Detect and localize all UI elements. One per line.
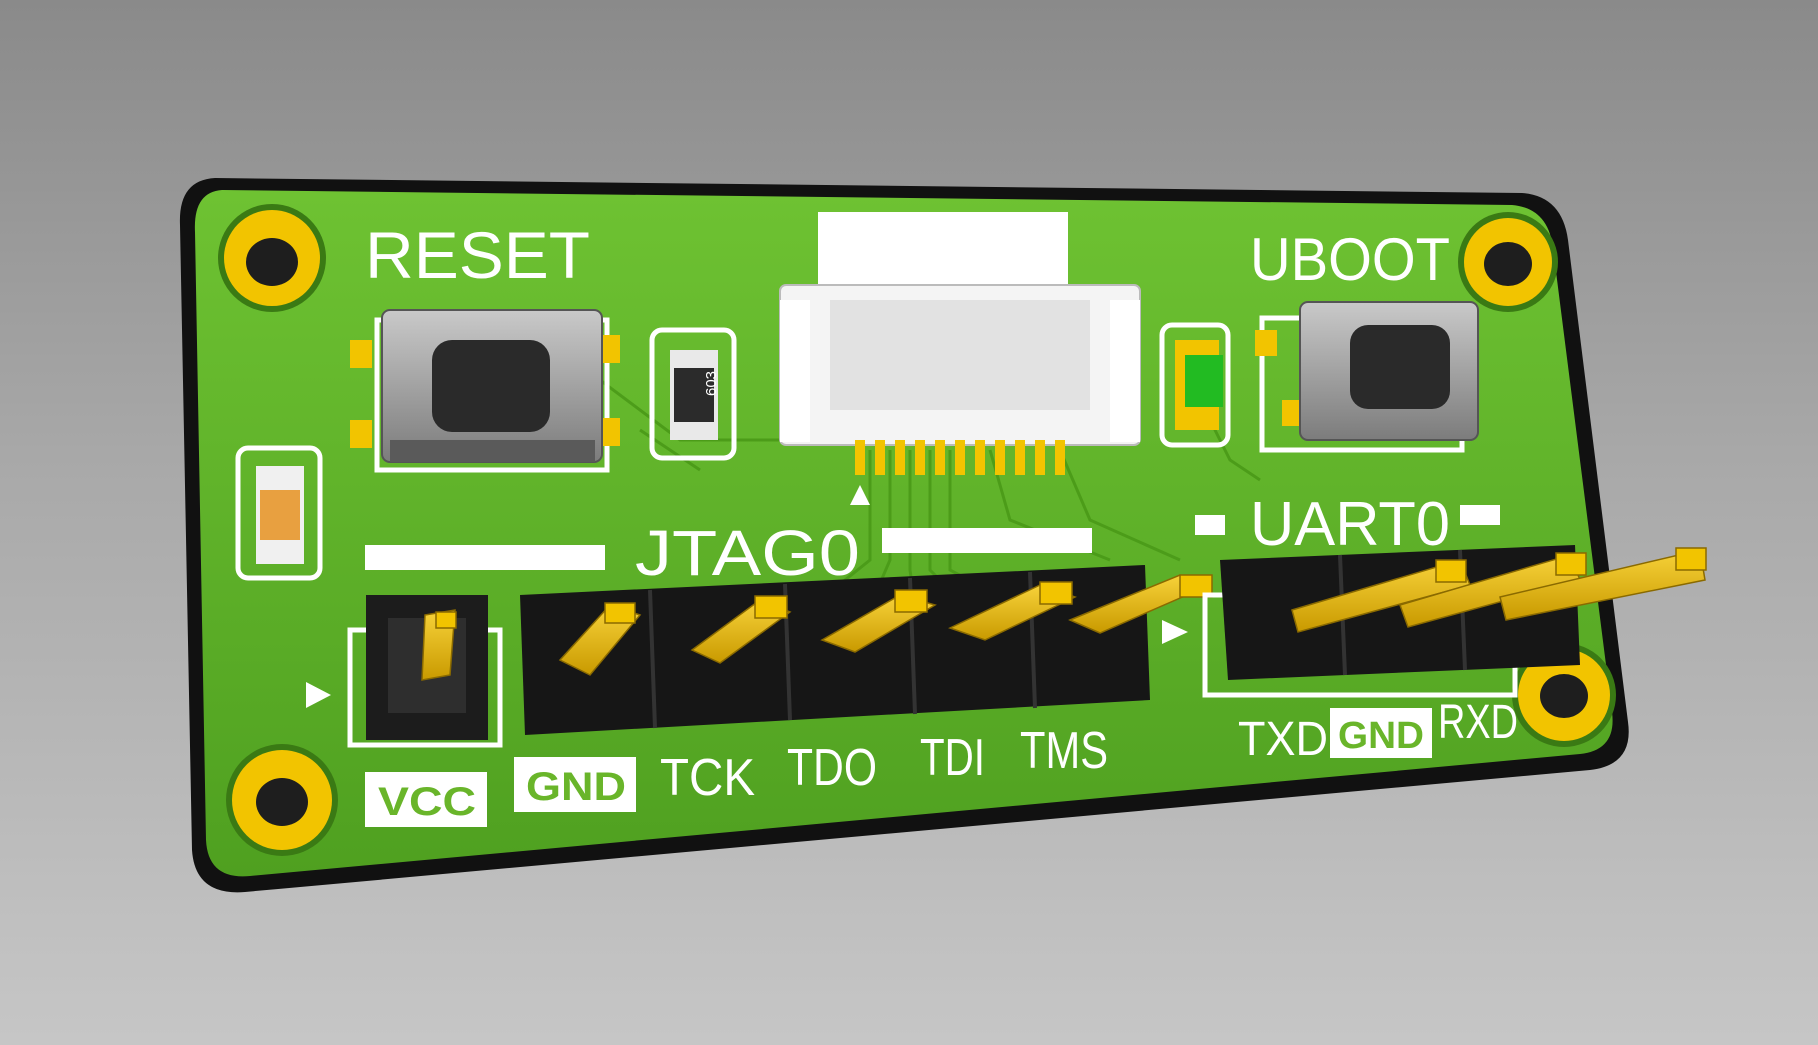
uart-pin-label-gnd: GND xyxy=(1338,715,1424,757)
uart-label: UART0 xyxy=(1250,490,1450,559)
jtag-pin-label-gnd: GND xyxy=(526,765,626,809)
reset-label: RESET xyxy=(365,218,590,292)
jtag-pin1-marker xyxy=(306,682,331,708)
resistor-603: 603 xyxy=(649,327,737,461)
jtag-pin-label-vcc: VCC xyxy=(378,780,476,824)
uart-silk-bar-right xyxy=(1460,505,1500,525)
jtag-pin-label-tdi: TDI xyxy=(920,729,985,787)
uart-pin-label-txd: TXD xyxy=(1238,713,1328,766)
uboot-button[interactable] xyxy=(1255,301,1479,453)
jtag-label: JTAG0 xyxy=(635,517,860,589)
jtag-pin-label-tck: TCK xyxy=(660,749,755,807)
jtag-pins xyxy=(421,574,1213,681)
mount-hole-bottom-right xyxy=(1512,643,1616,747)
jtag-pin-label-tdo: TDO xyxy=(787,739,877,797)
uart-pin-rxd xyxy=(1499,549,1706,621)
gnd-label-bg xyxy=(514,757,636,812)
uart-silk-bar-left xyxy=(1195,515,1225,535)
reset-button[interactable] xyxy=(350,309,620,473)
status-led xyxy=(1159,322,1231,448)
fpc-connector xyxy=(779,212,1141,505)
mount-hole-bottom-left xyxy=(226,744,338,856)
uart-pins xyxy=(1291,547,1707,633)
mount-hole-top-left xyxy=(218,204,326,312)
uboot-label: UBOOT xyxy=(1250,226,1450,293)
uart-gnd-label-bg xyxy=(1330,708,1432,758)
jtag-pin-label-tms: TMS xyxy=(1020,722,1108,780)
jtag-silk-bar-right xyxy=(882,528,1092,553)
uart-pin1-marker xyxy=(1162,620,1188,644)
resistor-code: 603 xyxy=(703,371,720,396)
uart-pin-label-rxd: RXD xyxy=(1438,696,1518,749)
jtag-silk-bar-left xyxy=(365,545,605,570)
vcc-label-bg xyxy=(365,772,487,827)
mount-hole-top-right xyxy=(1458,212,1558,312)
capacitor-left xyxy=(235,445,323,581)
